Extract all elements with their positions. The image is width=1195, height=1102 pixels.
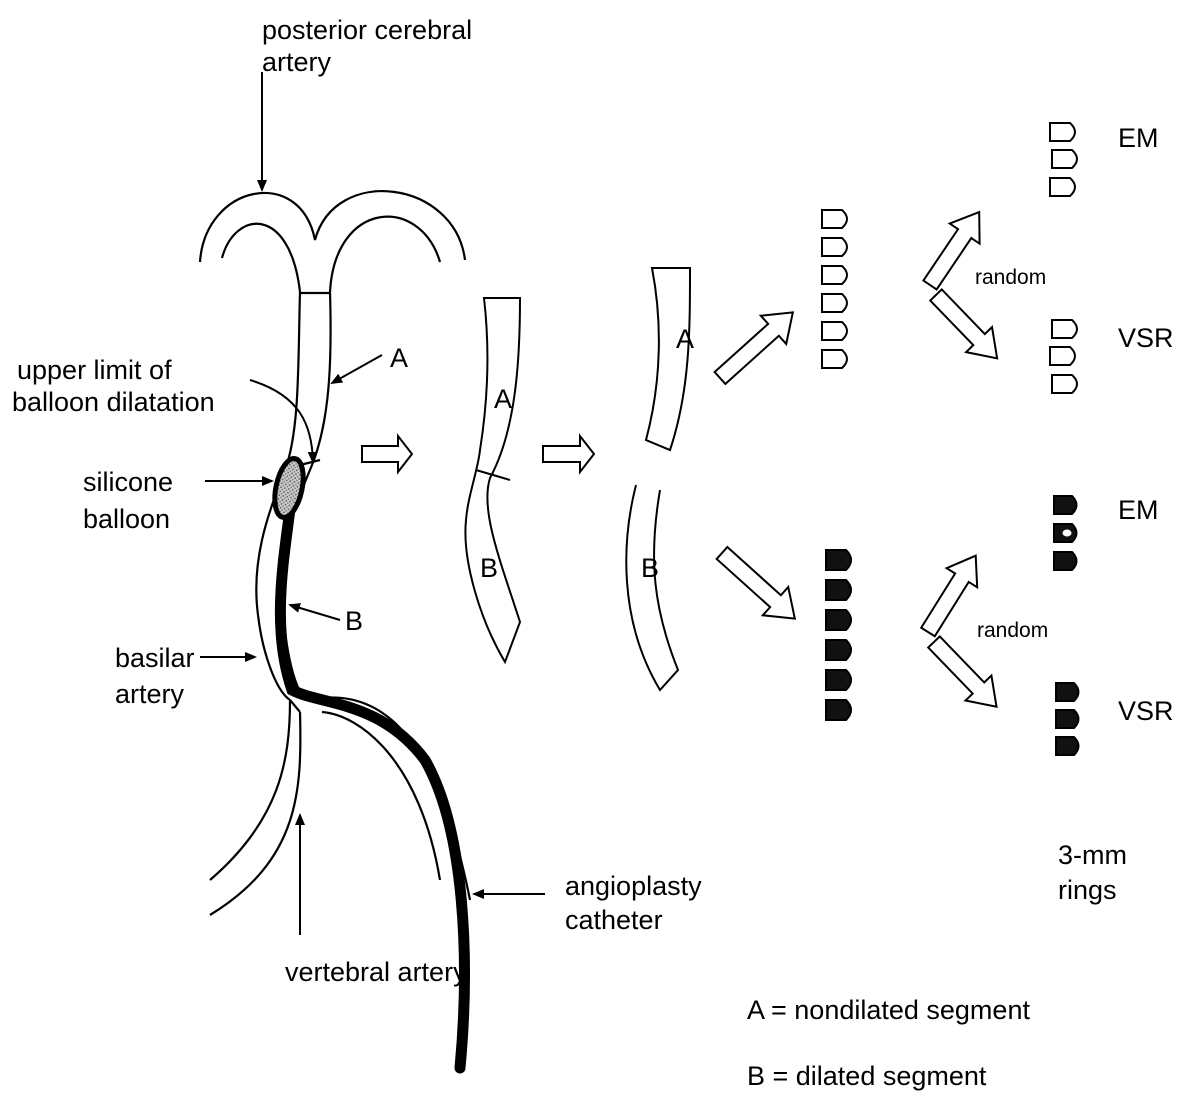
label-b-anatomy: B xyxy=(345,605,363,637)
ring-b-2 xyxy=(826,580,851,600)
arrow-upper-limit xyxy=(250,380,313,462)
excised-segments xyxy=(465,268,690,690)
label-vsr-a: VSR xyxy=(1118,322,1174,354)
ring-b-6 xyxy=(826,700,851,720)
ring-a-5 xyxy=(822,322,847,340)
label-random-b: random xyxy=(977,618,1048,644)
label-b-excised: B xyxy=(480,552,498,584)
ring-a-3 xyxy=(822,266,847,284)
label-posterior-cerebral-line1: posterior cerebral xyxy=(262,14,472,46)
rings-vsr-a xyxy=(1050,320,1077,393)
label-a-anatomy: A xyxy=(390,342,408,374)
arrow-b-label xyxy=(290,605,340,620)
hollow-arrow-1 xyxy=(362,436,412,472)
label-vertebral-artery: vertebral artery xyxy=(285,956,467,988)
annotation-arrows xyxy=(200,72,545,935)
label-rings-line1: 3-mm xyxy=(1058,839,1127,871)
artery-anatomy xyxy=(200,191,470,915)
label-upper-limit-line2: balloon dilatation xyxy=(12,386,215,418)
arrow-a-label xyxy=(332,355,382,383)
vertebral-right-inner xyxy=(322,712,440,880)
label-a-separated: A xyxy=(676,323,694,355)
silicone-balloon xyxy=(270,456,308,520)
ring-a-2 xyxy=(822,238,847,256)
vertebral-wall-1 xyxy=(210,700,290,880)
excised-vessel-a-b xyxy=(465,298,520,662)
hollow-arrow-2 xyxy=(543,436,594,472)
label-vsr-b: VSR xyxy=(1118,695,1174,727)
label-silicone-line2: balloon xyxy=(83,503,170,535)
ring-b-5 xyxy=(826,670,851,690)
label-angioplasty-line1: angioplasty xyxy=(565,870,702,902)
ring-a-6 xyxy=(822,350,847,368)
label-b-separated: B xyxy=(641,552,659,584)
posterior-cerebral-inner xyxy=(222,217,440,292)
vertebral-junction xyxy=(290,700,300,712)
label-basilar-line1: basilar xyxy=(115,642,195,674)
legend-b: B = dilated segment xyxy=(747,1060,986,1092)
label-em-a: EM xyxy=(1118,122,1159,154)
label-angioplasty-line2: catheter xyxy=(565,904,663,936)
rings-em-b xyxy=(1054,496,1077,570)
label-random-a: random xyxy=(975,265,1046,291)
label-silicone-line1: silicone xyxy=(83,466,173,498)
ring-b-4 xyxy=(826,640,851,660)
label-posterior-cerebral-line2: artery xyxy=(262,46,331,78)
ring-a-1 xyxy=(822,210,847,228)
label-basilar-line2: artery xyxy=(115,678,184,710)
rings-em-a xyxy=(1050,123,1077,196)
ring-b-3 xyxy=(826,610,851,630)
label-a-excised: A xyxy=(494,383,512,415)
separated-segment-b xyxy=(626,485,678,690)
rings-b-group xyxy=(826,550,851,720)
ring-b-1 xyxy=(826,550,851,570)
separated-segment-a xyxy=(646,268,690,450)
hollow-arrow-random-down-a xyxy=(923,282,1010,370)
label-em-b: EM xyxy=(1118,494,1159,526)
legend-a: A = nondilated segment xyxy=(747,994,1030,1026)
hollow-arrow-b-to-rings xyxy=(709,539,807,633)
label-upper-limit-line1: upper limit of xyxy=(17,354,172,386)
hollow-arrow-a-to-rings xyxy=(707,298,805,392)
label-rings-line2: rings xyxy=(1058,874,1117,906)
rings-a-group xyxy=(822,210,847,368)
posterior-cerebral-outer xyxy=(200,191,465,262)
ring-a-4 xyxy=(822,294,847,312)
rings-vsr-b xyxy=(1056,683,1079,755)
